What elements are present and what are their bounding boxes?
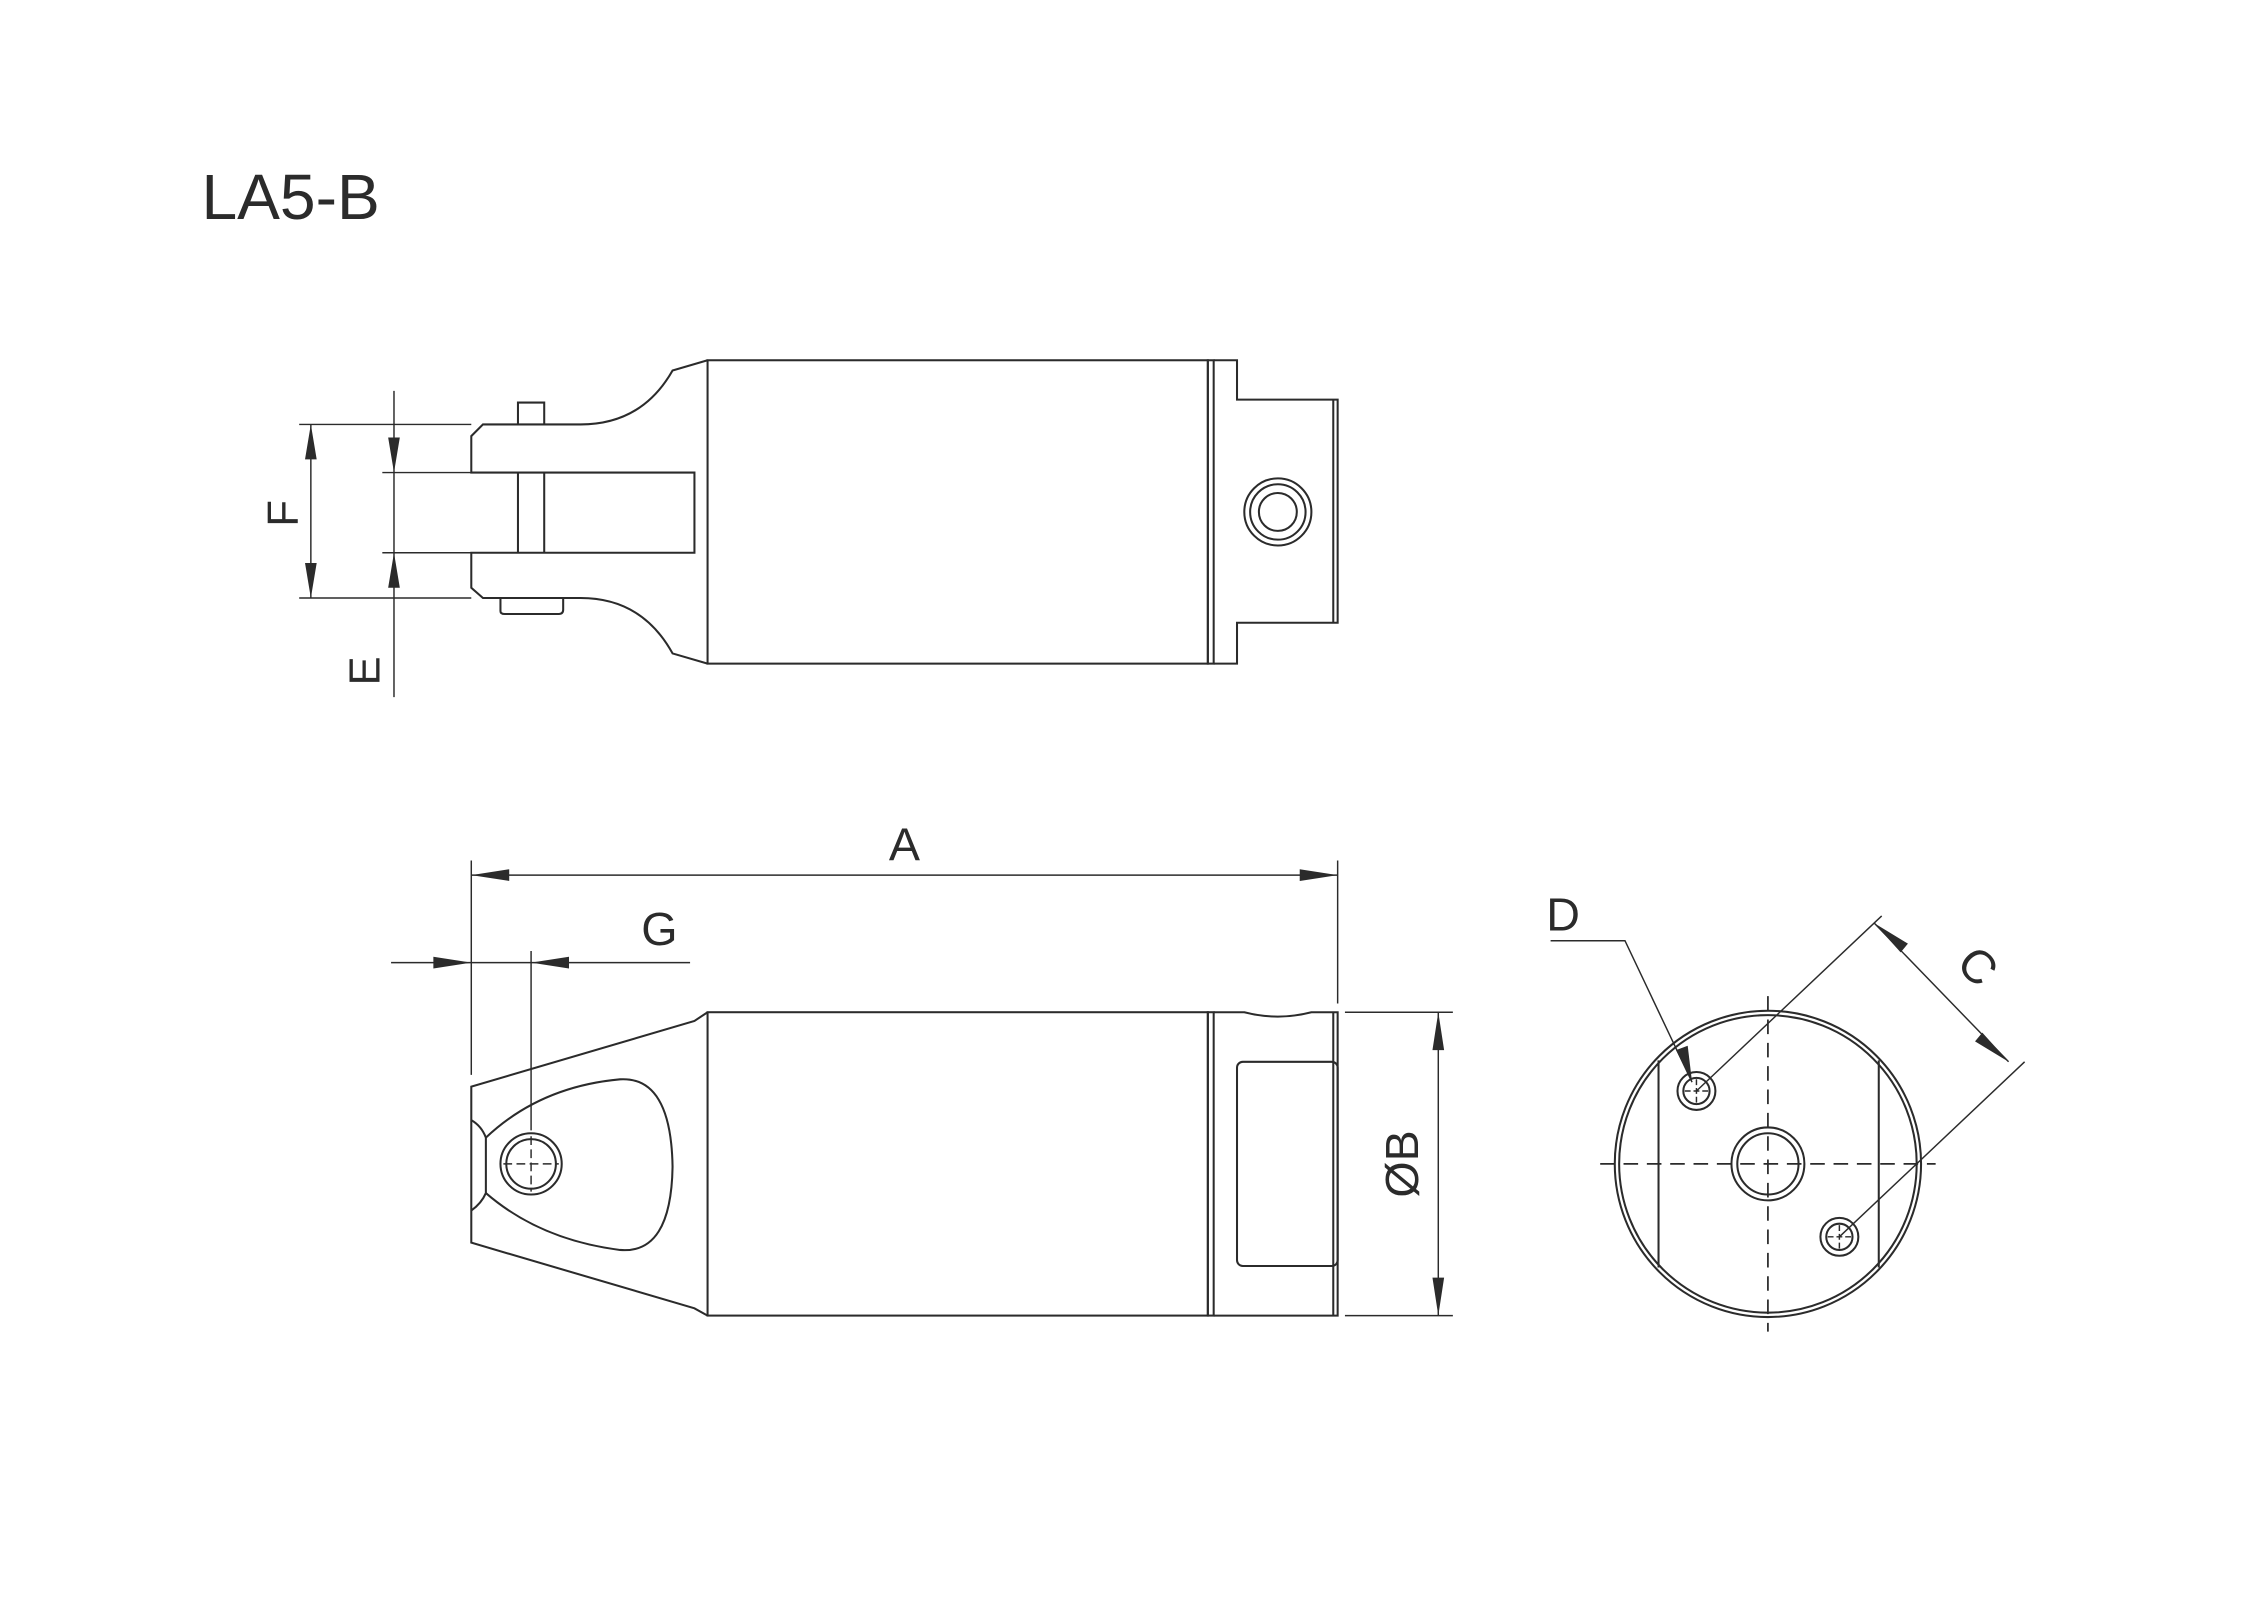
top-view: F E (259, 359, 1339, 698)
end-cap-top (1213, 359, 1339, 665)
pin-clip (499, 597, 565, 616)
end-cap-front (1213, 1011, 1339, 1317)
mount-hole-2 (1819, 1216, 1860, 1257)
clevis-front (470, 1011, 709, 1317)
mount-hole-1 (1676, 1070, 1717, 1111)
dim-d-label: D (1546, 889, 1580, 941)
band-top (1206, 359, 1215, 665)
body-top (706, 359, 1209, 665)
port-outer (1243, 477, 1313, 547)
clevis-top (470, 359, 708, 665)
clevis-eye (485, 1078, 674, 1252)
dim-g-label: G (641, 903, 677, 955)
end-view: C D (1546, 889, 2026, 1332)
dim-c-label: C (1947, 936, 2008, 996)
dim-f-label: F (259, 500, 308, 527)
body-front (706, 1011, 1209, 1317)
drawing-title: LA5-B (201, 161, 379, 233)
front-view: A G ØB (391, 819, 1453, 1317)
pin-hole (499, 1132, 563, 1196)
dim-b-label: ØB (1376, 1130, 1428, 1197)
dim-a-label: A (889, 819, 921, 871)
clevis-pin (516, 401, 546, 553)
dim-e-label: E (340, 656, 389, 685)
